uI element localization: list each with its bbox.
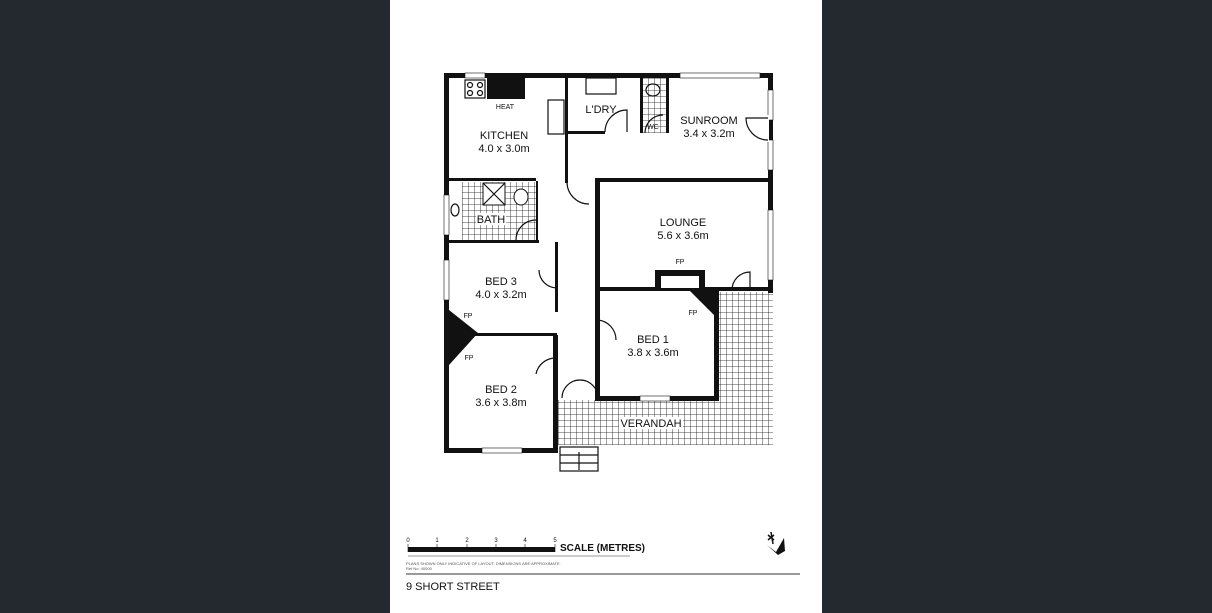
bed2-size: 3.6 x 3.8m xyxy=(475,397,526,409)
sunroom-label: SUNROOM xyxy=(680,115,737,127)
doors xyxy=(515,109,769,472)
scale-tick: 0 xyxy=(406,538,410,544)
bed1-label: BED 1 xyxy=(637,334,669,346)
bed2-label: BED 2 xyxy=(485,384,517,396)
scale-tick: 3 xyxy=(494,538,498,544)
bath-label: BATH xyxy=(477,214,506,226)
bed1-fp-label: FP xyxy=(689,310,698,317)
lounge-label: LOUNGE xyxy=(660,217,706,229)
lounge-size: 5.6 x 3.6m xyxy=(657,230,708,242)
bed3-label: BED 3 xyxy=(485,276,517,288)
bed1-size: 3.8 x 3.6m xyxy=(627,347,678,359)
disclaimer-text: PLANS SHOWN ONLY INDICATIVE OF LAYOUT. D… xyxy=(406,561,561,566)
kitchen-size: 4.0 x 3.0m xyxy=(478,143,529,155)
bed3-fp-label: FP xyxy=(464,313,473,320)
disclaimer: PLANS SHOWN ONLY INDICATIVE OF LAYOUT. D… xyxy=(406,561,561,571)
scale-tick: 2 xyxy=(465,538,469,544)
floor-plan-sheet: KITCHEN 4.0 x 3.0m HEAT L'DRY WC SUNROOM… xyxy=(390,0,822,613)
bed3-size: 4.0 x 3.2m xyxy=(475,289,526,301)
verandah-label: VERANDAH xyxy=(620,418,681,430)
kitchen-label: KITCHEN xyxy=(480,130,528,142)
north-arrow-icon xyxy=(767,531,785,555)
bed2-fp-label: FP xyxy=(465,355,474,362)
heat-label: HEAT xyxy=(496,104,515,111)
lounge-fp-label: FP xyxy=(676,259,685,266)
wc-tiles xyxy=(642,75,666,133)
scale-tick: 4 xyxy=(523,538,527,544)
floor-plan: KITCHEN 4.0 x 3.0m HEAT L'DRY WC SUNROOM… xyxy=(406,72,800,575)
scale-title: SCALE (METRES) xyxy=(560,543,645,554)
scale-tick: 5 xyxy=(553,538,557,544)
ref-number: Ref No: 40000 xyxy=(406,566,432,571)
fixtures xyxy=(450,77,661,217)
wc-label: WC xyxy=(647,124,659,131)
walls xyxy=(443,72,774,454)
address: 9 SHORT STREET xyxy=(406,581,500,593)
verandah-area-side xyxy=(718,292,773,402)
sunroom-size: 3.4 x 3.2m xyxy=(683,128,734,140)
scale-bar: 0 1 2 3 4 5 xyxy=(406,538,630,557)
laundry-label: L'DRY xyxy=(585,104,617,116)
scale-tick: 1 xyxy=(435,538,439,544)
